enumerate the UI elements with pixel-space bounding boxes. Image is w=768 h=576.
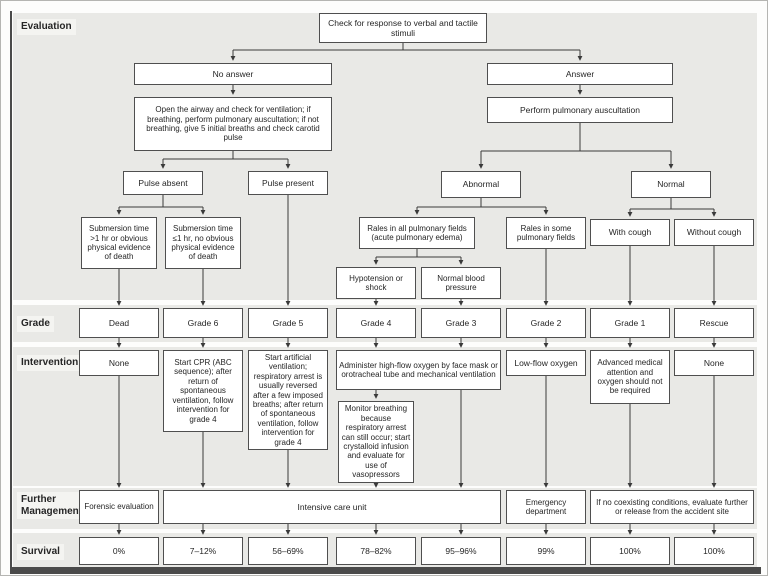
node-grade-dead: Dead [79, 308, 159, 338]
left-edge-rule [10, 11, 12, 574]
node-grade-2: Grade 2 [506, 308, 586, 338]
node-forensic-evaluation: Forensic evaluation [79, 490, 159, 524]
node-intensive-care-unit: Intensive care unit [163, 490, 501, 524]
node-check-response: Check for response to verbal and tactile… [319, 13, 487, 43]
node-normal: Normal [631, 171, 711, 198]
node-grade-6: Grade 6 [163, 308, 243, 338]
node-rales-some-fields: Rales in some pulmonary fields [506, 217, 586, 249]
node-no-coexisting-conditions: If no coexisting conditions, evaluate fu… [590, 490, 754, 524]
node-grade-1: Grade 1 [590, 308, 670, 338]
node-perform-auscultation: Perform pulmonary auscultation [487, 97, 673, 123]
node-survival-grade1: 100% [590, 537, 670, 565]
node-answer: Answer [487, 63, 673, 85]
node-intervention-artificial-ventilation: Start artificial ventilation; respirator… [248, 350, 328, 450]
node-intervention-none-dead: None [79, 350, 159, 376]
node-without-cough: Without cough [674, 219, 754, 246]
node-submersion-short: Submersion time ≤1 hr, no obvious physic… [165, 217, 241, 269]
node-survival-grade4: 78–82% [336, 537, 416, 565]
node-intervention-low-flow-oxygen: Low-flow oxygen [506, 350, 586, 376]
node-grade-3: Grade 3 [421, 308, 501, 338]
node-grade-4: Grade 4 [336, 308, 416, 338]
node-survival-grade5: 56–69% [248, 537, 328, 565]
node-intervention-start-cpr: Start CPR (ABC sequence); after return o… [163, 350, 243, 432]
node-normal-blood-pressure: Normal blood pressure [421, 267, 501, 299]
node-submersion-long: Submersion time >1 hr or obvious physica… [81, 217, 157, 269]
node-open-airway: Open the airway and check for ventilatio… [134, 97, 332, 151]
node-survival-grade6: 7–12% [163, 537, 243, 565]
node-pulse-absent: Pulse absent [123, 171, 203, 195]
bottom-edge-rule [11, 567, 761, 574]
node-intervention-high-flow-oxygen: Administer high-flow oxygen by face mask… [336, 350, 501, 390]
label-evaluation: Evaluation [17, 19, 76, 35]
node-pulse-present: Pulse present [248, 171, 328, 195]
node-emergency-department: Emergency department [506, 490, 586, 524]
node-rales-all-fields: Rales in all pulmonary fields (acute pul… [359, 217, 475, 249]
node-survival-grade3: 95–96% [421, 537, 501, 565]
node-survival-dead: 0% [79, 537, 159, 565]
node-grade-5: Grade 5 [248, 308, 328, 338]
label-further-management: Further Management [17, 492, 87, 519]
node-abnormal: Abnormal [441, 171, 521, 198]
node-grade-rescue: Rescue [674, 308, 754, 338]
node-intervention-none-rescue: None [674, 350, 754, 376]
node-survival-grade2: 99% [506, 537, 586, 565]
node-with-cough: With cough [590, 219, 670, 246]
node-intervention-monitor-breathing: Monitor breathing because respiratory ar… [338, 401, 414, 483]
label-survival: Survival [17, 544, 64, 560]
label-intervention: Intervention [17, 355, 83, 371]
node-no-answer: No answer [134, 63, 332, 85]
node-intervention-advanced-attention: Advanced medical attention and oxygen sh… [590, 350, 670, 404]
node-hypotension-shock: Hypotension or shock [336, 267, 416, 299]
label-grade: Grade [17, 316, 54, 332]
node-survival-rescue: 100% [674, 537, 754, 565]
